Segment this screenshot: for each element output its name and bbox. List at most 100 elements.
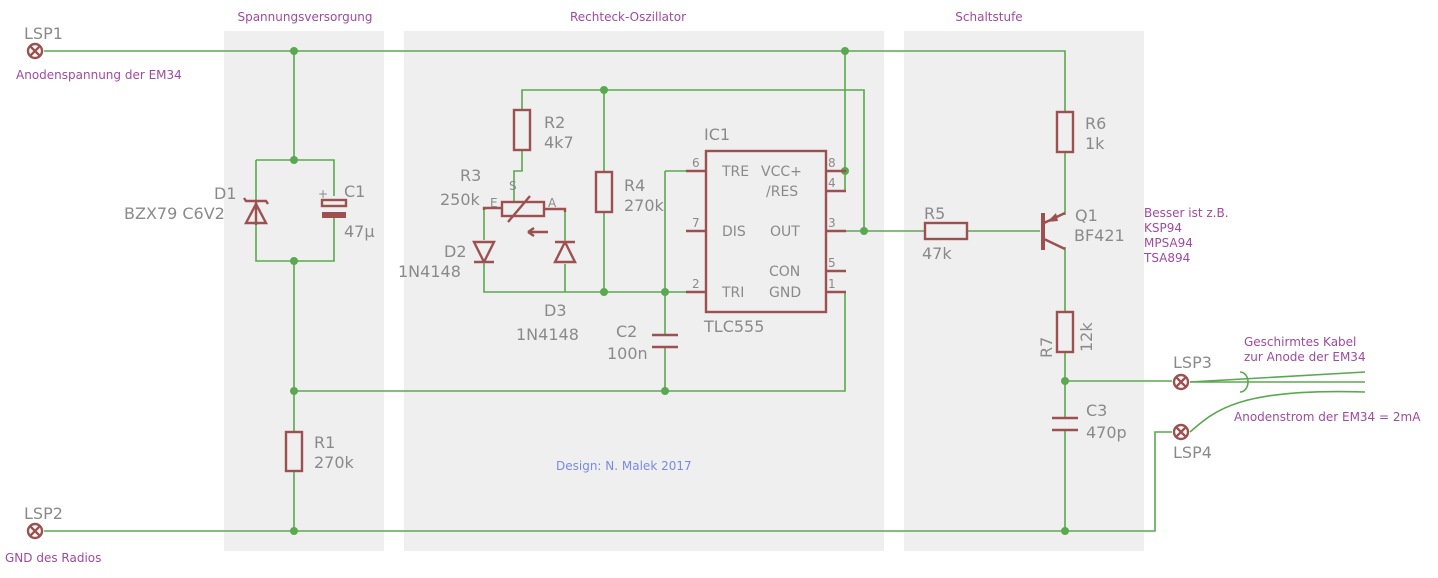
component-ref: R4	[624, 176, 645, 195]
junction-dot	[290, 387, 298, 395]
pin-label-s: S	[509, 179, 517, 193]
switch-stage-section	[904, 31, 1144, 551]
diode-d3: D3 1N4148	[516, 239, 579, 344]
component-value: 47k	[922, 244, 952, 263]
junction-dot	[661, 387, 669, 395]
component-value: 1N4148	[516, 325, 579, 344]
wires	[44, 50, 1366, 532]
alternatives-line: TSA894	[1143, 251, 1190, 265]
diode-symbol	[244, 201, 268, 225]
capacitor-c3: C3 470p	[1052, 401, 1127, 442]
pin-number-2: 2	[692, 277, 700, 291]
connector-lsp3: LSP3	[1172, 353, 1212, 391]
pin-number-1: 1	[828, 277, 836, 291]
resistor-r4: R4 270k	[594, 170, 665, 215]
component-value: 250k	[440, 190, 481, 209]
pin-name-tri: TRI	[721, 285, 744, 301]
junction-dot	[290, 527, 298, 535]
resistor-r1: R1 270k	[284, 430, 355, 473]
resistor-symbol	[512, 108, 532, 152]
resistor-r7: R7 12k	[1037, 310, 1096, 358]
component-ref: R6	[1085, 114, 1106, 133]
component-ref: R1	[314, 433, 335, 452]
pin-label-a: A	[548, 196, 557, 210]
anode-current-note: Anodenstrom der EM34 = 2mA	[1234, 410, 1421, 424]
zener-diode-d1: D1 BZX79 C6V2	[124, 184, 269, 225]
component-ref: R3	[460, 166, 481, 185]
cable-line-1	[1189, 371, 1366, 383]
capacitor-c2: C2 100n	[607, 322, 678, 363]
ic-left-pins	[686, 169, 706, 294]
connector-symbol	[26, 522, 44, 540]
pin-name-con: CON	[769, 264, 800, 280]
component-ref: C1	[344, 182, 365, 201]
wire-zener-top	[256, 159, 335, 196]
resistor-symbol	[594, 170, 614, 214]
connector-lsp1: LSP1 Anodenspannung der EM34	[16, 24, 182, 82]
timer-ic1: IC1 TLC555 TRE DIS TRI VCC+ /RES OUT CON…	[686, 125, 846, 336]
cable-shield-mark	[1239, 371, 1249, 393]
pin-name-out: OUT	[770, 224, 800, 240]
component-value: 12k	[1077, 322, 1096, 352]
component-ref: IC1	[704, 125, 730, 144]
connector-name: LSP4	[1173, 443, 1212, 462]
cable-note-line: Geschirmtes Kabel	[1244, 335, 1356, 349]
component-value: BZX79 C6V2	[124, 204, 225, 223]
component-ref: C2	[616, 322, 637, 341]
component-ref: D2	[444, 242, 467, 261]
junction-dot	[290, 156, 298, 164]
wire-output-feedback	[521, 89, 865, 232]
connector-lsp4: LSP4	[1172, 423, 1212, 462]
wiper-arrow	[507, 195, 531, 223]
component-value: TLC555	[703, 317, 764, 336]
component-value: 1N4148	[398, 262, 461, 281]
pin-number-8: 8	[828, 156, 836, 170]
connector-name: LSP1	[24, 24, 63, 43]
ic-right-pins	[826, 169, 846, 294]
component-value: BF421	[1074, 226, 1125, 245]
component-value: 47µ	[344, 222, 375, 241]
connector-name: LSP3	[1173, 353, 1212, 372]
capacitor-symbol	[1052, 416, 1078, 432]
wire-supply-rail	[44, 50, 1066, 112]
polarity-mark: +	[318, 187, 328, 201]
resistor-symbol	[1055, 310, 1075, 354]
connector-description: GND des Radios	[5, 551, 101, 565]
alternatives-line: KSP94	[1144, 221, 1182, 235]
pin-number-3: 3	[828, 216, 836, 230]
pin-name-dis: DIS	[722, 224, 746, 240]
adjust-arrow	[527, 227, 548, 237]
transistor-q1: Q1 BF421	[1041, 206, 1125, 251]
component-value: 4k7	[544, 133, 574, 152]
component-value: 270k	[624, 196, 665, 215]
junction-dot	[1061, 527, 1069, 535]
pin-name-vcc: VCC+	[761, 164, 802, 180]
component-ref: R2	[544, 113, 565, 132]
junction-dot	[600, 288, 608, 296]
diode-symbol	[553, 239, 577, 264]
component-value: 270k	[314, 453, 355, 472]
pin-name-tre: TRE	[721, 164, 749, 180]
capacitor-symbol	[320, 198, 348, 208]
alternatives-note: Besser ist z.B. KSP94 MPSA94 TSA894	[1143, 206, 1229, 265]
power-supply-section	[224, 31, 384, 551]
connector-symbol	[1172, 373, 1190, 391]
pin-name-res: /RES	[766, 184, 798, 200]
junction-dot	[860, 227, 868, 235]
wire-ground-rail	[44, 431, 1172, 532]
wire-r2-r3	[513, 150, 523, 202]
cable-note-line: zur Anode der EM34	[1244, 350, 1366, 364]
section-title-switch: Schaltstufe	[955, 10, 1022, 24]
junction-dot	[1061, 377, 1069, 385]
junction-dot	[290, 47, 298, 55]
pin-label-e: E	[490, 196, 498, 210]
component-ref: R7	[1037, 337, 1056, 358]
alternatives-line: MPSA94	[1144, 236, 1193, 250]
component-ref: D3	[544, 301, 567, 320]
diode-d2: D2 1N4148	[398, 240, 496, 281]
resistor-symbol	[923, 221, 969, 241]
emitter-arrow	[1047, 213, 1058, 222]
pin-number-5: 5	[828, 256, 836, 270]
junction-dot	[841, 47, 849, 55]
